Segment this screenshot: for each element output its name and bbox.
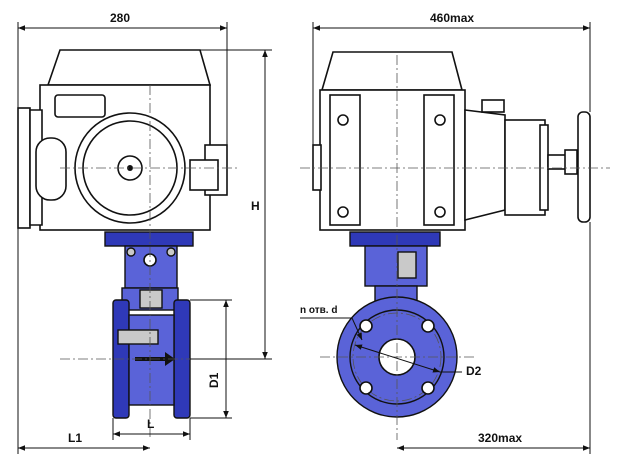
side-motor xyxy=(504,119,546,216)
front-right-cap xyxy=(189,159,219,191)
side-bolt-tl xyxy=(337,114,349,126)
dim-face-to-face: L xyxy=(147,417,154,431)
front-bolt-right xyxy=(166,247,176,257)
side-adapter xyxy=(364,245,428,287)
side-left-lug xyxy=(312,144,322,191)
side-bolt-bl xyxy=(337,206,349,218)
dim-bolt-holes: n отв. d xyxy=(300,305,337,316)
front-bolt-left xyxy=(126,247,136,257)
front-left-boss xyxy=(35,137,67,201)
front-mount-plate xyxy=(104,231,194,247)
side-bolt-tr xyxy=(434,114,446,126)
side-handwheel-hub xyxy=(564,149,578,175)
front-view xyxy=(17,49,240,440)
side-rib-left xyxy=(329,94,361,226)
front-stem xyxy=(117,329,159,345)
dim-front-width: 280 xyxy=(110,11,130,25)
side-adapter-window xyxy=(397,251,417,279)
dim-side-width: 460max xyxy=(430,11,474,25)
dim-height: H xyxy=(251,199,260,213)
dim-overall-length: L1 xyxy=(68,431,82,445)
side-mount-plate xyxy=(349,231,441,247)
side-motor-cone xyxy=(464,109,506,222)
side-actuator-top xyxy=(320,51,464,91)
side-hole-1 xyxy=(359,319,373,333)
side-motor-cap xyxy=(539,124,549,211)
side-hole-2 xyxy=(421,319,435,333)
dim-handwheel-extent: 320max xyxy=(478,431,522,445)
front-actuator-top xyxy=(46,49,212,86)
front-left-flange xyxy=(17,107,31,229)
dim-flange-diameter: D1 xyxy=(207,372,221,388)
side-motor-shaft xyxy=(481,99,505,113)
side-handwheel xyxy=(577,111,591,223)
front-neck-inner xyxy=(139,289,163,309)
side-view xyxy=(300,51,610,440)
side-hole-3 xyxy=(359,381,373,395)
dimension-lines: 280 460max H D1 L L1 320max n отв. d xyxy=(17,11,591,454)
side-hole-4 xyxy=(421,381,435,395)
front-cover-dot xyxy=(127,165,133,171)
side-bolt-br xyxy=(434,206,446,218)
front-nameplate xyxy=(54,94,106,118)
dim-bolt-circle: D2 xyxy=(466,364,482,378)
